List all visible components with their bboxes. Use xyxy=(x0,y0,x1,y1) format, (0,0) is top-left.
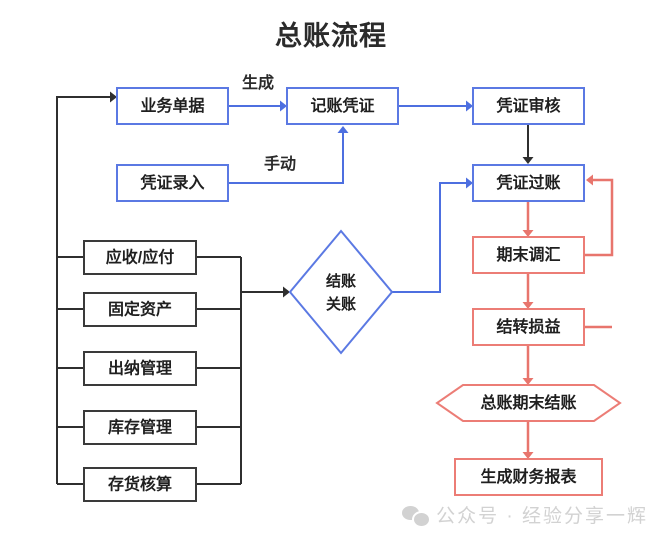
node-label-line2: 关账 xyxy=(326,295,356,313)
manual-label: 手动 xyxy=(264,154,296,173)
node-label: 应收/应付 xyxy=(106,248,174,267)
node-label-line1: 结账 xyxy=(326,272,356,290)
edge-business-to-voucher xyxy=(228,100,287,112)
edge-posting-to-fx xyxy=(522,201,534,237)
node-label: 凭证审核 xyxy=(495,96,560,115)
edge-pl-to-close xyxy=(522,345,534,385)
generate-label: 生成 xyxy=(242,73,274,92)
node-voucher-posting[interactable]: 凭证过账 xyxy=(472,164,585,202)
node-label: 出纳管理 xyxy=(108,359,172,378)
watermark-text: 公众号 · 经验分享一辉 xyxy=(436,506,648,527)
node-voucher-review[interactable]: 凭证审核 xyxy=(472,87,585,125)
node-label: 存货核算 xyxy=(108,475,172,494)
edge-modules-bus-left xyxy=(56,91,117,484)
node-gl-period-close[interactable]: 总账期末结账 xyxy=(435,384,622,422)
node-label: 固定资产 xyxy=(108,300,172,319)
edge-close-to-posting xyxy=(392,177,473,293)
node-ar-ap[interactable]: 应收/应付 xyxy=(83,240,197,275)
edge-fx-to-pl xyxy=(522,273,534,309)
node-inventory-mgmt[interactable]: 库存管理 xyxy=(83,410,197,445)
watermark: 公众号 · 经验分享一辉 xyxy=(402,501,648,528)
node-generate-reports[interactable]: 生成财务报表 xyxy=(454,458,603,496)
edge-voucher-to-review xyxy=(398,100,473,112)
wechat-icon xyxy=(402,504,432,528)
edges-layer xyxy=(56,91,614,485)
node-label: 凭证过账 xyxy=(495,173,560,192)
node-fixed-assets[interactable]: 固定资产 xyxy=(83,292,197,327)
node-label: 结转损益 xyxy=(495,317,560,336)
node-carry-forward-pl[interactable]: 结转损益 xyxy=(472,308,585,346)
node-voucher-entry[interactable]: 凭证录入 xyxy=(116,164,229,202)
node-accounting-voucher[interactable]: 记账凭证 xyxy=(286,87,399,125)
node-business-document[interactable]: 业务单据 xyxy=(116,87,229,125)
node-label: 生成财务报表 xyxy=(480,467,577,486)
edge-bus-to-diamond xyxy=(241,286,290,298)
node-label: 凭证录入 xyxy=(139,173,204,192)
page-title: 总账流程 xyxy=(275,21,387,51)
node-label: 总账期末结账 xyxy=(480,393,576,412)
edge-review-to-posting xyxy=(522,124,534,164)
node-label: 库存管理 xyxy=(108,418,172,437)
node-label: 记账凭证 xyxy=(310,96,374,115)
node-inventory-costing[interactable]: 存货核算 xyxy=(83,467,197,502)
node-label: 期末调汇 xyxy=(496,245,560,264)
edge-fx-feedback xyxy=(584,174,614,257)
node-cashier-mgmt[interactable]: 出纳管理 xyxy=(83,351,197,386)
edge-close-to-reports xyxy=(522,421,534,459)
edge-entry-to-voucher xyxy=(228,126,349,184)
node-period-end-fx[interactable]: 期末调汇 xyxy=(472,236,585,274)
node-label: 业务单据 xyxy=(140,96,204,115)
